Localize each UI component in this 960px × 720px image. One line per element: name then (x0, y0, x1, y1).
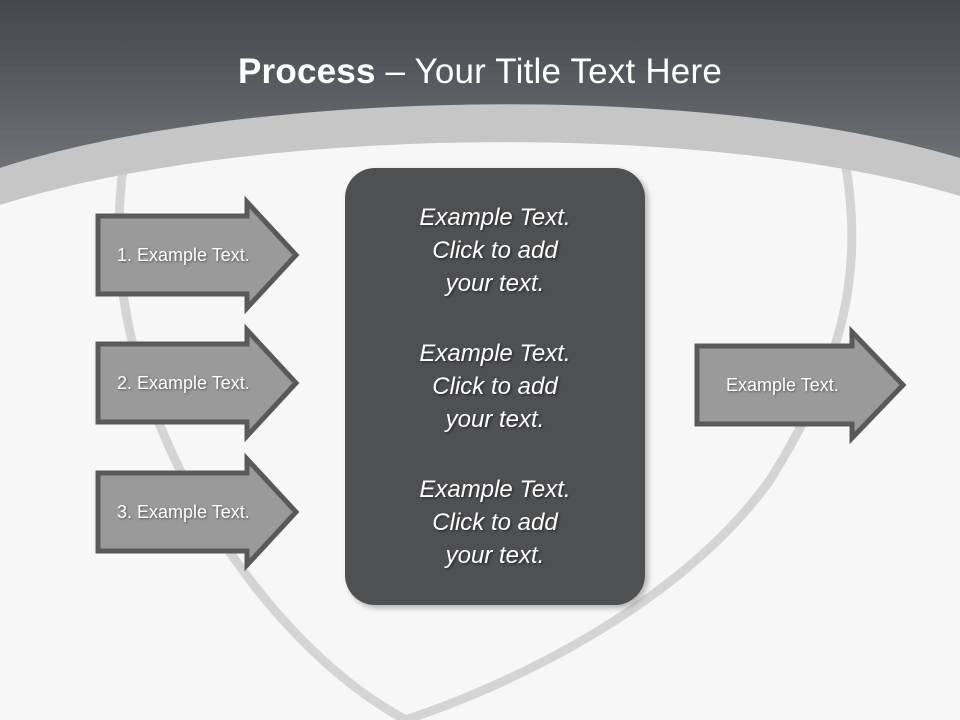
arrow-step-2[interactable]: 2. Example Text. (95, 323, 300, 443)
arrow-step-3-shape (95, 452, 300, 572)
page-title: Process – Your Title Text Here (0, 50, 960, 94)
panel-text-block-3-line-3: your text. (445, 542, 545, 569)
panel-text-block-1-line-1: Example Text. (419, 204, 571, 231)
panel-text-block-1-line-3: your text. (445, 270, 545, 297)
panel-text-block-3-line-1: Example Text. (419, 476, 571, 503)
center-content-panel[interactable]: Example Text. Click to add your text. Ex… (345, 168, 645, 605)
arrow-step-2-shape (95, 323, 300, 443)
header-band (0, 0, 960, 168)
panel-text-block-2-line-3: your text. (445, 406, 545, 433)
arrow-output[interactable]: Example Text. (694, 325, 907, 445)
curve-right (399, 145, 857, 720)
panel-text-block-1: Example Text. Click to add your text. (419, 201, 570, 300)
header-stripe (0, 96, 960, 205)
panel-text-block-3-line-2: Click to add (432, 509, 558, 536)
page-title-rest: – Your Title Text Here (375, 52, 722, 91)
arrow-step-3[interactable]: 3. Example Text. (95, 452, 300, 572)
panel-text-block-2: Example Text. Click to add your text. (419, 337, 570, 436)
panel-text-block-2-line-2: Click to add (432, 373, 558, 400)
arrow-output-shape (694, 325, 907, 445)
panel-text-block-2-line-1: Example Text. (419, 340, 571, 367)
arrow-step-1-shape (95, 195, 300, 315)
page-title-bold: Process (238, 52, 376, 91)
panel-text-block-3: Example Text. Click to add your text. (419, 473, 570, 572)
arrow-step-1[interactable]: 1. Example Text. (95, 195, 300, 315)
panel-text-block-1-line-2: Click to add (432, 237, 558, 264)
